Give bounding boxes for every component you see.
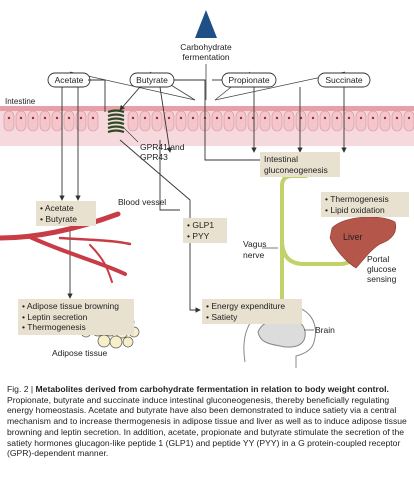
adipose-item-browning: Adipose tissue browning [22, 301, 130, 312]
caption-fig-number: Fig. 2 | [7, 384, 36, 394]
gpr-line2: GPR43 [140, 152, 168, 162]
header-line2: fermentation [182, 52, 230, 62]
blood-item-acetate: Acetate [40, 203, 92, 214]
metabolite-propionate-label: Propionate [228, 75, 269, 85]
blood-vessel-label: Blood vessel [118, 197, 166, 207]
satiety-hormones-box: GLP1 PYY [183, 218, 227, 243]
portal-line2: glucose [367, 264, 397, 274]
gluconeogenesis-line1: Intestinal [264, 154, 299, 164]
liver-icon [329, 216, 397, 269]
metabolite-butyrate: Butyrate [129, 72, 175, 88]
blood-metabolites-box: Acetate Butyrate [36, 201, 96, 226]
adipose-tissue-label: Adipose tissue [52, 348, 108, 358]
intestinal-gluconeogenesis-box: Intestinal gluconeogenesis [260, 152, 340, 177]
vagus-line1: Vagus [243, 239, 266, 249]
liver-effects-box: Thermogenesis Lipid oxidation [321, 192, 409, 217]
metabolite-succinate: Succinate [317, 72, 371, 88]
brain-head-icon [243, 305, 316, 368]
metabolite-acetate: Acetate [47, 72, 91, 88]
figure-caption: Fig. 2 | Metabolites derived from carboh… [7, 384, 409, 459]
intestine-villi [3, 110, 414, 132]
metabolite-acetate-label: Acetate [55, 75, 84, 85]
brain-item-energy: Energy expenditure [206, 301, 298, 312]
hormone-item-pyy: PYY [187, 231, 223, 242]
gpr-receptor-icon [107, 109, 125, 134]
blood-item-butyrate: Butyrate [40, 214, 92, 225]
liver-item-thermogenesis: Thermogenesis [325, 194, 405, 205]
metabolite-propionate: Propionate [221, 72, 277, 88]
metabolite-succinate-label: Succinate [325, 75, 363, 85]
diagram: Carbohydrate fermentation [0, 10, 414, 368]
gpr-line1: GPR41 and [140, 142, 185, 152]
adipose-effects-box: Adipose tissue browning Leptin secretion… [18, 299, 134, 335]
hormone-item-glp1: GLP1 [187, 220, 223, 231]
adipose-item-leptin: Leptin secretion [22, 312, 130, 323]
liver-label: Liver [343, 232, 363, 242]
header-line1: Carbohydrate [180, 42, 232, 52]
portal-line3: sensing [367, 274, 397, 284]
liver-item-lipid-oxidation: Lipid oxidation [325, 205, 405, 216]
fermentation-triangle [195, 10, 217, 38]
portal-line1: Portal [367, 254, 389, 264]
brain-item-satiety: Satiety [206, 312, 298, 323]
vagus-line2: nerve [243, 250, 265, 260]
blood-vessel [0, 211, 132, 283]
caption-title: Metabolites derived from carbohydrate fe… [35, 384, 389, 394]
caption-body: Propionate, butyrate and succinate induc… [7, 394, 407, 459]
gluconeogenesis-line2: gluconeogenesis [264, 164, 328, 175]
intestine-label: Intestine [5, 97, 36, 106]
brain-effects-box: Energy expenditure Satiety [202, 299, 302, 324]
adipose-item-thermogenesis: Thermogenesis [22, 322, 130, 333]
brain-label: Brain [315, 325, 335, 335]
metabolite-butyrate-label: Butyrate [136, 75, 168, 85]
